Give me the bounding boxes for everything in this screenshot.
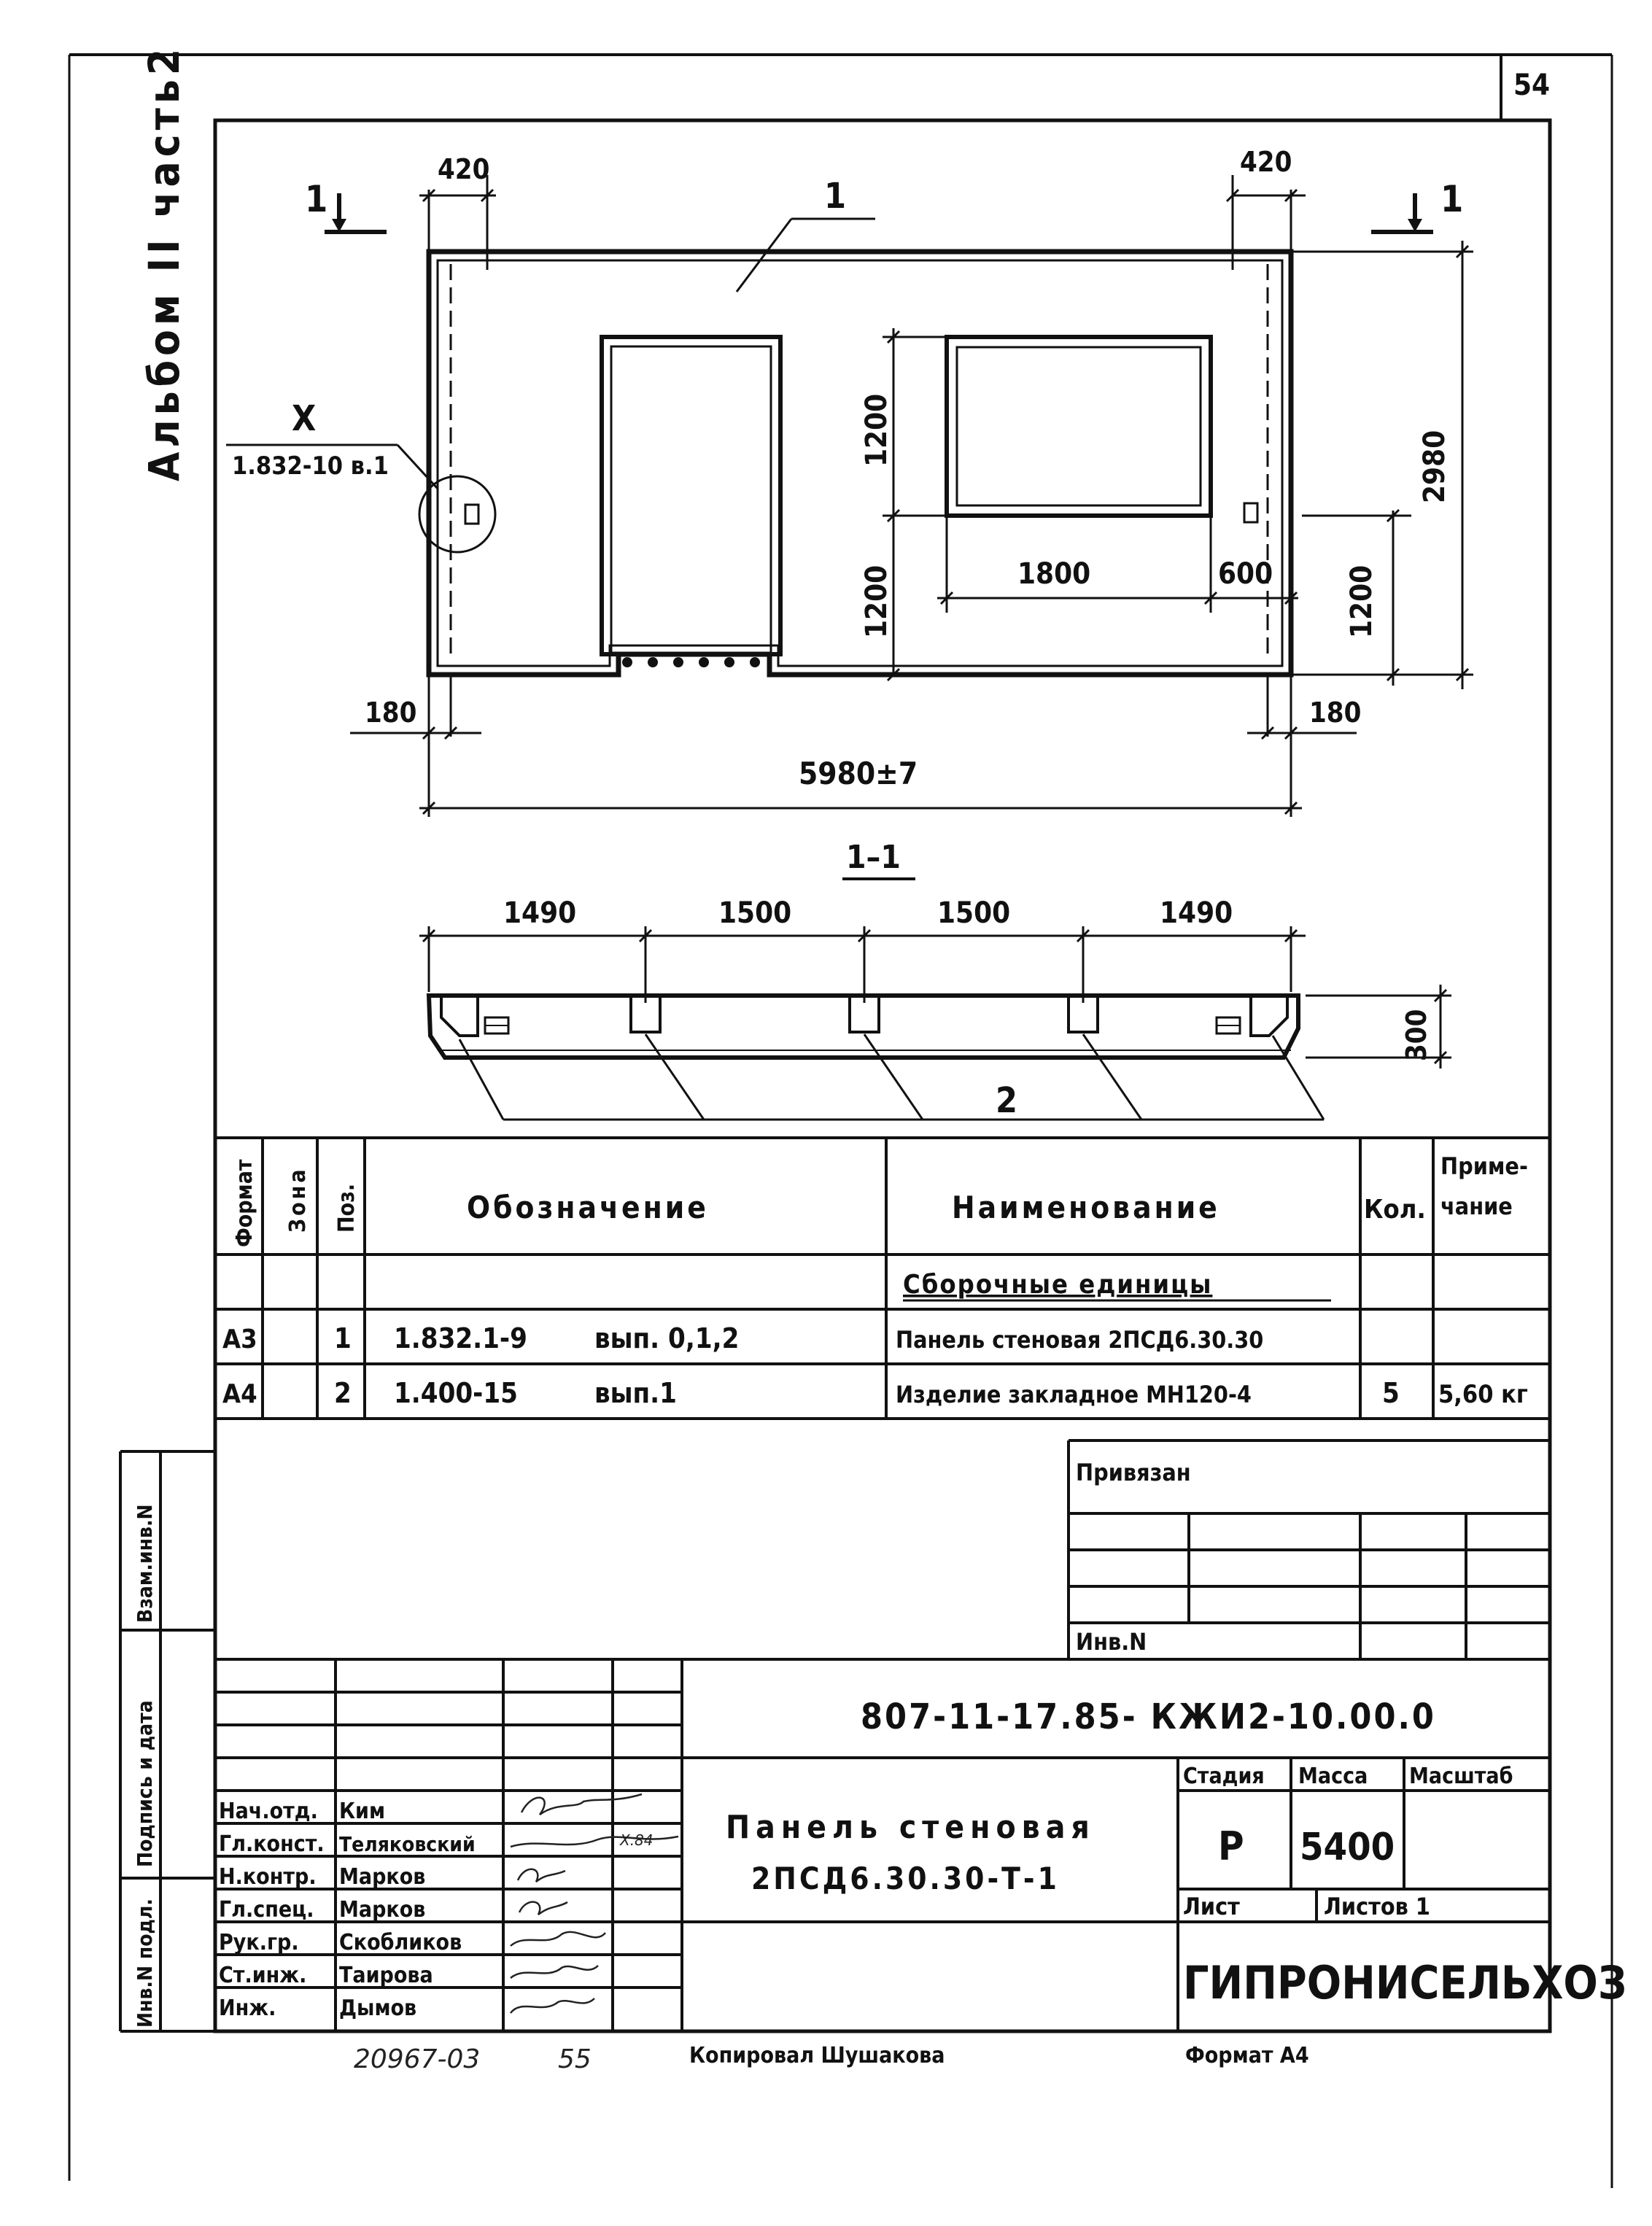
panel-elevation	[418, 175, 1294, 678]
footer-copied: Копировал Шушакова	[689, 2043, 945, 2068]
side-vzam: Взам.инв.N	[133, 1504, 157, 1623]
row2-qty: 5	[1382, 1377, 1400, 1409]
row1-format: А3	[222, 1325, 257, 1354]
dim-2980: 2980	[1418, 430, 1451, 503]
dim-right-1200: 1200	[1345, 565, 1378, 638]
callout-x: X	[292, 398, 316, 439]
signatures	[510, 1793, 679, 2014]
col-name: Наименование	[952, 1190, 1220, 1225]
row2-note: 5,60 кг	[1438, 1380, 1528, 1409]
dim-window-width: 1800	[1017, 557, 1090, 591]
row1-name: Панель стеновая 2ПСД6.30.30	[896, 1326, 1263, 1354]
col-note-2: чание	[1440, 1192, 1513, 1220]
title-line-2: 2ПСД6.30.30-Т-1	[751, 1861, 1060, 1896]
sheets-label: Листов 1	[1324, 1893, 1430, 1920]
staff-name-7: Дымов	[339, 1996, 416, 2021]
spec-table	[215, 1136, 1550, 1420]
staff-role-6: Ст.инж.	[219, 1963, 306, 1988]
footer-format: Формат А4	[1185, 2043, 1309, 2068]
section-mark-right: 1	[1440, 178, 1463, 220]
staff-name-2: Теляковский	[339, 1832, 476, 1856]
title-block	[215, 1658, 1550, 2031]
sheet-number: 54	[1513, 69, 1550, 102]
row2-doc: 1.400-15	[394, 1377, 518, 1409]
staff-role-1: Нач.отд.	[219, 1799, 318, 1824]
col-zone: Зона	[285, 1166, 311, 1233]
sheet-label: Лист	[1183, 1893, 1240, 1920]
row2-issue: вып.1	[594, 1377, 677, 1409]
inner-frame	[213, 118, 1552, 2033]
binding-label: Привязан	[1076, 1459, 1191, 1486]
album-label: Альбом II часть2	[139, 44, 189, 481]
date-note: Х.84	[619, 1831, 654, 1849]
binding-block	[1067, 1439, 1550, 1659]
staff-name-4: Марков	[339, 1897, 425, 1923]
col-note-1: Приме-	[1440, 1152, 1528, 1180]
stage-label: Стадия	[1183, 1764, 1265, 1789]
staff-name-3: Марков	[339, 1864, 425, 1890]
section-dim-1: 1490	[503, 896, 576, 930]
staff-role-2: Гл.конст.	[219, 1831, 325, 1857]
section-dim-2: 1500	[718, 896, 791, 930]
staff-role-7: Инж.	[219, 1996, 276, 2021]
section-thickness: 300	[1400, 1009, 1432, 1061]
row2-format: А4	[222, 1379, 257, 1409]
section-dim-4: 1490	[1160, 896, 1233, 930]
position-1: 1	[824, 176, 846, 217]
position-2: 2	[996, 1080, 1017, 1121]
dim-180-right: 180	[1309, 697, 1361, 729]
title-line-1: Панель стеновая	[726, 1809, 1095, 1846]
staff-role-4: Гл.спец.	[219, 1897, 314, 1923]
staff-role-3: Н.контр.	[219, 1864, 317, 1890]
mass-value: 5400	[1300, 1826, 1395, 1869]
dim-600: 600	[1218, 557, 1273, 591]
scale-label: Масштаб	[1409, 1764, 1513, 1789]
side-podpis: Подпись и дата	[133, 1700, 157, 1867]
doc-code: 807-11-17.85- КЖИ2-10.00.0	[861, 1696, 1436, 1737]
callout-ref: 1.832-10 в.1	[232, 451, 389, 481]
staff-name-1: Ким	[339, 1799, 385, 1824]
side-stamp	[119, 1450, 215, 2033]
dim-420-right: 420	[1240, 146, 1292, 178]
dim-180-left: 180	[365, 697, 416, 729]
group-title: Сборочные единицы	[903, 1270, 1212, 1300]
row2-pos: 2	[334, 1377, 352, 1409]
stage-value: Р	[1218, 1823, 1244, 1869]
row2-name: Изделие закладное МН120-4	[896, 1381, 1252, 1408]
staff-role-5: Рук.гр.	[219, 1930, 299, 1955]
dim-sill-height: 1200	[860, 565, 893, 638]
staff-name-6: Таирова	[339, 1963, 433, 1988]
dim-420-left: 420	[438, 153, 489, 185]
section-dim-3: 1500	[937, 896, 1010, 930]
section-title: 1–1	[846, 839, 901, 876]
col-qty: Кол.	[1364, 1195, 1426, 1225]
row1-issue: вып. 0,1,2	[594, 1322, 739, 1354]
org-name: ГИПРОНИСЕЛЬХОЗ	[1183, 1956, 1626, 2009]
footer-page: 55	[558, 2044, 592, 2074]
mass-label: Масса	[1298, 1764, 1368, 1789]
section-mark-left: 1	[305, 178, 327, 220]
row1-pos: 1	[334, 1322, 352, 1354]
staff-name-5: Скобликов	[339, 1930, 462, 1955]
dim-total-width: 5980±7	[799, 756, 918, 791]
footer-number: 20967-03	[354, 2044, 480, 2074]
dim-window-height: 1200	[860, 394, 893, 467]
col-format: Формат	[232, 1159, 257, 1247]
side-inv-podl: Инв.N подл.	[133, 1899, 157, 2028]
col-designation: Обозначение	[467, 1190, 709, 1225]
callout-circle	[418, 475, 497, 554]
row1-doc: 1.832.1-9	[394, 1322, 527, 1354]
col-pos: Поз.	[334, 1184, 360, 1233]
inv-label: Инв.N	[1076, 1628, 1147, 1656]
section-profile	[426, 993, 1300, 1060]
